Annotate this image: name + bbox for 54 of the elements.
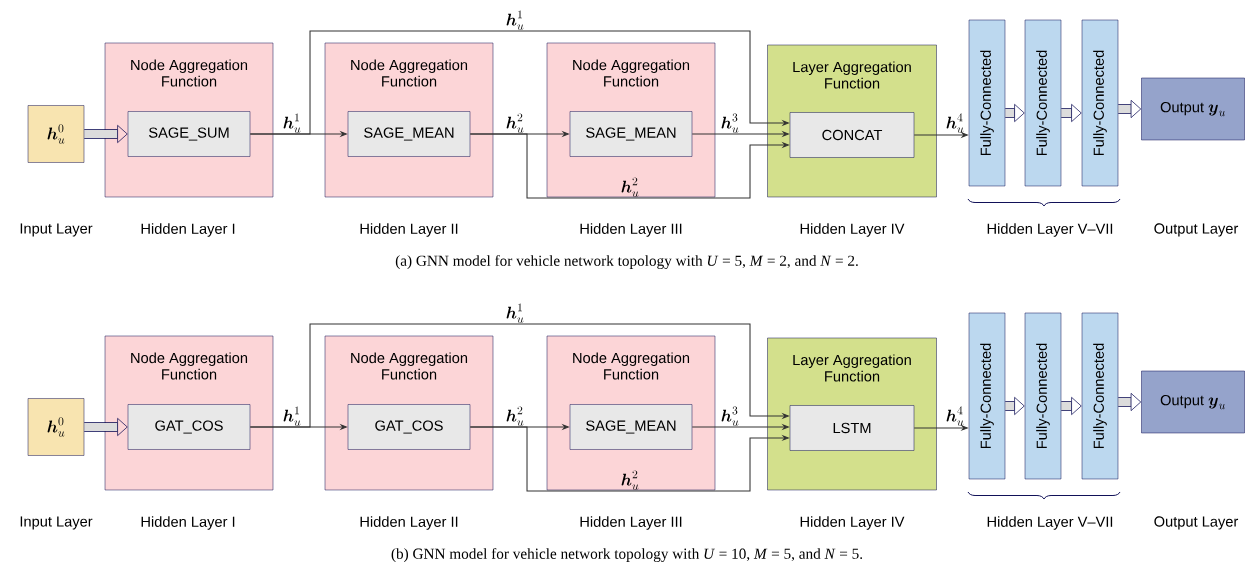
function-box: GAT_COS (127, 404, 251, 450)
layer-label: Output Layer (1154, 223, 1239, 237)
layer-label: Input Layer (20, 516, 93, 530)
output-box: Output $\boldsymbol{y}_u$ (1141, 370, 1245, 434)
edge-label: $\boldsymbol{h}_u^2$ (506, 406, 524, 426)
layer-box: Fully-Connected (968, 19, 1006, 187)
function-box: SAGE_MEAN (569, 404, 693, 450)
layer-label: Hidden Layer IV (800, 516, 905, 530)
edge-label: $\boldsymbol{h}_u^2$ (621, 470, 639, 490)
layer-label: Output Layer (1154, 516, 1239, 530)
layer-label: Hidden Layer V–VII (987, 516, 1113, 530)
layer-box: Fully-Connected (1024, 312, 1062, 480)
layer-label: Hidden Layer IV (800, 223, 905, 237)
edge-label: $\boldsymbol{h}_u^1$ (506, 10, 524, 30)
layer-box: Fully-Connected (1024, 19, 1062, 187)
arrow (1005, 104, 1025, 122)
function-box: CONCAT (789, 112, 915, 158)
layer-label: Hidden Layer II (360, 516, 458, 530)
layer-label: Hidden Layer III (580, 516, 682, 530)
edge-label: $\boldsymbol{h}_u^1$ (506, 303, 524, 323)
arrow (84, 418, 128, 436)
output-box: Output $\boldsymbol{y}_u$ (1141, 77, 1245, 141)
edge-label: $\boldsymbol{h}_u^3$ (721, 113, 739, 133)
layer-box: Fully-Connected (1081, 19, 1119, 187)
function-box: SAGE_MEAN (347, 111, 471, 157)
edge-label: $\boldsymbol{h}_u^4$ (946, 406, 964, 426)
input-box: $\boldsymbol{h}_u^0$ (27, 398, 85, 456)
layer-label: Hidden Layer I (141, 516, 235, 530)
function-box: SAGE_SUM (127, 111, 251, 157)
arrow (1005, 396, 1025, 415)
edge-label: $\boldsymbol{h}_u^1$ (283, 113, 301, 133)
edge-label: $\boldsymbol{h}_u^4$ (946, 113, 964, 133)
arrow (1118, 392, 1142, 411)
arrow (1061, 104, 1082, 122)
function-box: LSTM (789, 405, 915, 451)
edge-label: $\boldsymbol{h}_u^3$ (721, 406, 739, 426)
layer-label: Hidden Layer II (360, 223, 458, 237)
function-box: GAT_COS (347, 404, 471, 450)
arrow (1061, 396, 1082, 415)
caption: (a) GNN model for vehicle network topology with U = 5, M = 2, and N = 2. (395, 255, 858, 269)
layer-box: Fully-Connected (1081, 312, 1119, 480)
layer-box: Fully-Connected (968, 312, 1006, 480)
edge-label: $\boldsymbol{h}_u^1$ (283, 406, 301, 426)
layer-label: Hidden Layer I (141, 223, 235, 237)
edge-label: $\boldsymbol{h}_u^2$ (621, 177, 639, 197)
arrow (1118, 100, 1142, 118)
layer-label: Hidden Layer III (580, 223, 682, 237)
function-box: SAGE_MEAN (569, 111, 693, 157)
arrow (84, 125, 128, 143)
layer-label: Hidden Layer V–VII (987, 223, 1113, 237)
edge-label: $\boldsymbol{h}_u^2$ (506, 113, 524, 133)
layer-label: Input Layer (20, 223, 93, 237)
caption: (b) GNN model for vehicle network topology with U = 10, M = 5, and N = 5. (391, 548, 863, 562)
input-box: $\boldsymbol{h}_u^0$ (27, 105, 85, 163)
